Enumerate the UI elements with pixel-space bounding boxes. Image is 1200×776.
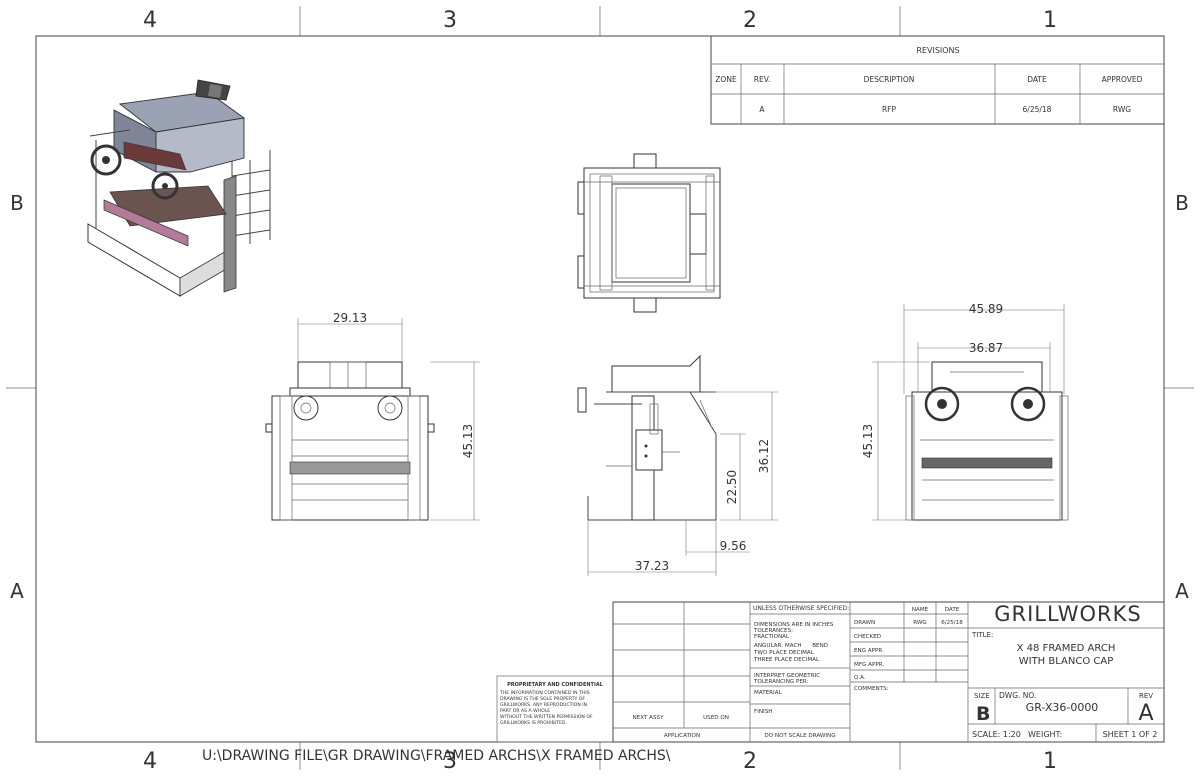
size-label: SIZE: [974, 692, 990, 700]
do-not-scale-label: DO NOT SCALE DRAWING: [764, 733, 835, 739]
title-label: TITLE:: [971, 631, 993, 639]
rev-label: REV: [1139, 692, 1153, 700]
tol-line-2: TOLERANCES:: [753, 628, 793, 634]
isometric-view: [87, 79, 271, 297]
revisions-table: REVISIONS ZONE REV. DESCRIPTION DATE APP…: [710, 35, 1165, 125]
zone-col-2-bottom: 2: [743, 749, 757, 774]
dimension-lines: [297, 304, 1065, 576]
rev-row-rev: A: [759, 105, 765, 114]
material-label: MATERIAL: [754, 690, 783, 696]
size-value: B: [976, 703, 990, 725]
name-header: NAME: [912, 607, 929, 613]
weight-label: WEIGHT:: [1028, 730, 1062, 739]
scale-label: SCALE: 1:20: [972, 730, 1021, 739]
drawing-title-line-1: X 48 FRAMED ARCH: [1017, 643, 1116, 654]
tol-line-6: THREE PLACE DECIMAL: [753, 657, 820, 663]
rev-value: A: [1138, 701, 1153, 726]
dim-side-height-1: 36.12: [757, 439, 771, 473]
rev-header-date: DATE: [1027, 75, 1047, 84]
zone-col-1-bottom: 1: [1043, 749, 1057, 774]
dim-front-height: 45.13: [461, 424, 475, 458]
zone-row-a-left: A: [10, 579, 24, 603]
dwg-no-value: GR-X36-0000: [1026, 701, 1099, 714]
proprietary-heading: PROPRIETARY AND CONFIDENTIAL: [507, 682, 604, 688]
zone-col-1-top: 1: [1043, 8, 1057, 33]
proprietary-line-2: DRAWING IS THE SOLE PROPERTY OF: [500, 696, 585, 702]
dim-side-height-2: 22.50: [725, 470, 739, 504]
zone-col-3-bottom: 3: [443, 749, 457, 774]
rev-header-zone: ZONE: [715, 75, 737, 84]
interpret-line-1: INTERPRET GEOMETRIC: [754, 673, 820, 679]
rev-row-approved: RWG: [1113, 105, 1131, 114]
dim-side-width: 37.23: [635, 559, 669, 573]
finish-label: FINISH: [754, 709, 772, 715]
side-view: [577, 354, 717, 521]
proprietary-line-4: PART OR AS A WHOLE: [500, 708, 550, 714]
next-assy-label: NEXT ASSY: [633, 715, 665, 721]
rev-row-description: RFP: [882, 105, 897, 114]
zone-row-a-right: A: [1175, 579, 1189, 603]
rev-header-description: DESCRIPTION: [864, 75, 915, 84]
zone-row-b-left: B: [10, 191, 24, 215]
rev-row-date: 6/25/18: [1023, 105, 1052, 114]
dim-front-width: 29.13: [333, 311, 367, 325]
application-label: APPLICATION: [664, 733, 700, 739]
tol-line-3: FRACTIONAL: [754, 634, 790, 640]
sheet-label: SHEET 1 OF 2: [1103, 730, 1158, 739]
company-name: GRILLWORKS: [994, 602, 1142, 626]
tol-line-5: TWO PLACE DECIMAL: [753, 650, 815, 656]
zone-col-2-top: 2: [743, 8, 757, 33]
title-block: UNLESS OTHERWISE SPECIFIED: DIMENSIONS A…: [612, 601, 1165, 743]
dwg-no-label: DWG. NO.: [999, 691, 1036, 700]
eng-appr-label: ENG APPR.: [854, 648, 884, 654]
proprietary-line-3: GRILLWORKS. ANY REPRODUCTION IN: [500, 702, 587, 708]
zone-col-4-top: 4: [143, 8, 157, 33]
rev-header-rev: REV.: [754, 75, 771, 84]
proprietary-line-1: THE INFORMATION CONTAINED IN THIS: [499, 690, 590, 696]
mfg-appr-label: MFG APPR.: [854, 662, 884, 668]
drawn-label: DRAWN: [854, 620, 875, 626]
zone-col-3-top: 3: [443, 8, 457, 33]
tol-line-1: DIMENSIONS ARE IN INCHES: [754, 622, 834, 628]
drawing-title-line-2: WITH BLANCO CAP: [1019, 656, 1114, 667]
dim-rear-height: 45.13: [861, 424, 875, 458]
dim-rear-width-outer: 45.89: [969, 302, 1003, 316]
dim-side-offset: 9.56: [720, 539, 747, 553]
rear-view: [905, 361, 1069, 521]
proprietary-line-6: GRILLWORKS IS PROHIBITED.: [500, 720, 567, 726]
zone-col-4-bottom: 4: [143, 749, 157, 774]
revisions-title: REVISIONS: [916, 46, 959, 55]
comments-label: COMMENTS:: [854, 686, 889, 692]
rev-header-approved: APPROVED: [1102, 75, 1143, 84]
dim-rear-width-inner: 36.87: [969, 341, 1003, 355]
qa-label: Q.A.: [854, 675, 866, 681]
unless-specified: UNLESS OTHERWISE SPECIFIED:: [753, 605, 849, 612]
proprietary-line-5: WITHOUT THE WRITTEN PERMISSION OF: [500, 714, 593, 720]
zone-row-b-right: B: [1175, 191, 1189, 215]
date-header: DATE: [945, 607, 960, 613]
tol-line-4: ANGULAR: MACH BEND: [754, 643, 828, 649]
proprietary-notice: PROPRIETARY AND CONFIDENTIAL THE INFORMA…: [496, 675, 614, 743]
used-on-label: USED ON: [703, 715, 729, 721]
drawn-date: 6/25/18: [941, 620, 963, 626]
front-view: [265, 361, 435, 521]
file-path: U:\DRAWING FILE\GR DRAWING\FRAMED ARCHS\…: [202, 748, 671, 764]
drawn-name: RWG: [913, 620, 927, 626]
checked-label: CHECKED: [854, 634, 881, 640]
top-view: [577, 153, 721, 313]
interpret-line-2: TOLERANCING PER:: [753, 679, 809, 685]
